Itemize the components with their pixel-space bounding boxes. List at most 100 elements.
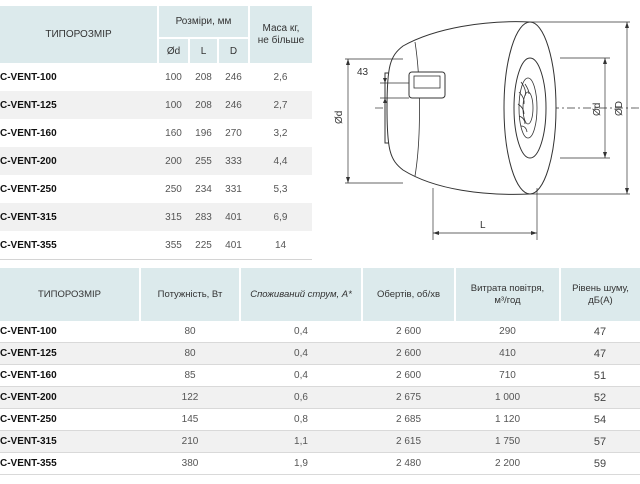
cell-D: 246	[218, 91, 249, 119]
cell-model: C-VENT-125	[0, 342, 140, 365]
cell-mass: 6,9	[249, 203, 312, 231]
cell-noise: 54	[560, 408, 640, 431]
cell-L: 234	[195, 183, 212, 195]
cell-model: C-VENT-160	[0, 127, 57, 139]
mass-header-line1: Маса кг,	[262, 22, 300, 34]
cell-d: 100	[158, 91, 189, 119]
cell-airflow: 2 200	[455, 452, 560, 475]
cell-model: C-VENT-315	[0, 430, 140, 453]
table-row: C-VENT-100 100 208 246 2,6	[0, 63, 312, 91]
cell-current: 1,9	[240, 452, 362, 475]
label-d-right: Ød	[592, 103, 603, 116]
table-row: C-VENT-125 80 0,4 2 600 410 47	[0, 342, 640, 365]
cell-power: 145	[140, 408, 240, 431]
table-row: C-VENT-315 315 283 401 6,9	[0, 203, 312, 231]
fan-dimension-drawing: 43 Ød Ød ØD L	[334, 21, 640, 240]
col-header-sizes: Розміри, мм	[157, 6, 249, 38]
table-row: C-VENT-160 160 196 270 3,2	[0, 119, 312, 147]
col-header-model: ТИПОРОЗМІР	[0, 6, 158, 63]
cell-noise: 47	[560, 342, 640, 365]
outlet-duct	[513, 57, 547, 159]
cell-D: 401	[218, 203, 249, 231]
cell-current: 0,4	[240, 342, 362, 365]
cell-mass: 3,2	[273, 127, 288, 139]
col-header-airflow: Витрата повітря, м³/год	[454, 268, 560, 321]
table-row: C-VENT-250 145 0,8 2 685 1 120 54	[0, 408, 640, 431]
cell-model: C-VENT-160	[0, 364, 140, 387]
cell-mass: 14	[249, 231, 312, 260]
cell-speed: 2 685	[362, 408, 455, 431]
cell-model: C-VENT-100	[0, 71, 57, 83]
cell-L: 255	[189, 147, 218, 175]
cell-mass: 2,6	[273, 71, 288, 83]
col-header-noise: Рівень шуму, дБ(А)	[559, 268, 640, 321]
cell-d: 250	[165, 183, 182, 195]
cell-d: 160	[165, 127, 182, 139]
cell-power: 80	[140, 321, 240, 343]
performance-table: ТИПОРОЗМІР Потужність, Вт Споживаний стр…	[0, 268, 640, 475]
cell-model: C-VENT-355	[0, 231, 158, 260]
cell-airflow: 710	[455, 364, 560, 387]
cell-model: C-VENT-355	[0, 452, 140, 475]
cell-D: 401	[218, 231, 249, 260]
cell-current: 0,4	[240, 321, 362, 343]
dimensions-table: ТИПОРОЗМІР Розміри, мм Маса кг, не більш…	[0, 6, 312, 260]
airflow-header-line2: м³/год	[494, 294, 521, 306]
cell-speed: 2 480	[362, 452, 455, 475]
cell-airflow: 1 120	[455, 408, 560, 431]
housing-seam	[414, 41, 420, 177]
terminal-box	[408, 71, 446, 99]
cell-L: 283	[189, 203, 218, 231]
col-header-d: Ød	[157, 37, 189, 63]
cell-power: 210	[140, 430, 240, 453]
fan-housing	[386, 21, 531, 195]
cell-speed: 2 600	[362, 321, 455, 343]
noise-header-line1: Рівень шуму,	[572, 282, 629, 294]
cell-airflow: 1 000	[455, 386, 560, 409]
cell-current: 1,1	[240, 430, 362, 453]
cell-airflow: 290	[455, 321, 560, 343]
table-row: C-VENT-355 380 1,9 2 480 2 200 59	[0, 452, 640, 475]
impeller	[517, 77, 538, 139]
airflow-header-line1: Витрата повітря,	[470, 282, 545, 294]
cell-L: 225	[189, 231, 218, 260]
table-row: C-VENT-160 85 0,4 2 600 710 51	[0, 364, 640, 387]
cell-noise: 52	[560, 386, 640, 409]
cell-current: 0,8	[240, 408, 362, 431]
col-header-power: Потужність, Вт	[139, 268, 240, 321]
cell-speed: 2 675	[362, 386, 455, 409]
table-row: C-VENT-125 100 208 246 2,7	[0, 91, 312, 119]
cell-D: 331	[225, 183, 242, 195]
col-header-current: Споживаний струм, А*	[239, 268, 362, 321]
cell-model: C-VENT-200	[0, 386, 140, 409]
label-43: 43	[357, 67, 369, 78]
cell-d: 355	[158, 231, 189, 260]
mass-header-line2: не більше	[257, 34, 305, 46]
table-row: C-VENT-250 250 234 331 5,3	[0, 175, 312, 203]
outlet-face	[503, 21, 557, 195]
cell-current: 0,4	[240, 364, 362, 387]
cell-mass: 2,7	[249, 91, 312, 119]
table-row: C-VENT-200 122 0,6 2 675 1 000 52	[0, 386, 640, 409]
label-L: L	[480, 220, 486, 231]
cell-noise: 57	[560, 430, 640, 453]
col-header-speed: Обертів, об/хв	[361, 268, 455, 321]
cell-model: C-VENT-125	[0, 91, 158, 119]
cell-model: C-VENT-315	[0, 203, 158, 231]
cell-speed: 2 615	[362, 430, 455, 453]
cell-noise: 51	[560, 364, 640, 387]
cell-L: 208	[195, 71, 212, 83]
cell-model: C-VENT-100	[0, 321, 140, 343]
cell-model: C-VENT-200	[0, 147, 158, 175]
cell-D: 270	[225, 127, 242, 139]
cell-D: 333	[218, 147, 249, 175]
table-row: C-VENT-200 200 255 333 4,4	[0, 147, 312, 175]
cell-mass: 5,3	[273, 183, 288, 195]
col-header-L: L	[188, 37, 218, 63]
cell-model: C-VENT-250	[0, 408, 140, 431]
table-row: C-VENT-355 355 225 401 14	[0, 231, 312, 260]
cell-model: C-VENT-250	[0, 183, 57, 195]
label-D: ØD	[614, 101, 625, 116]
cell-d: 200	[158, 147, 189, 175]
cell-speed: 2 600	[362, 342, 455, 365]
